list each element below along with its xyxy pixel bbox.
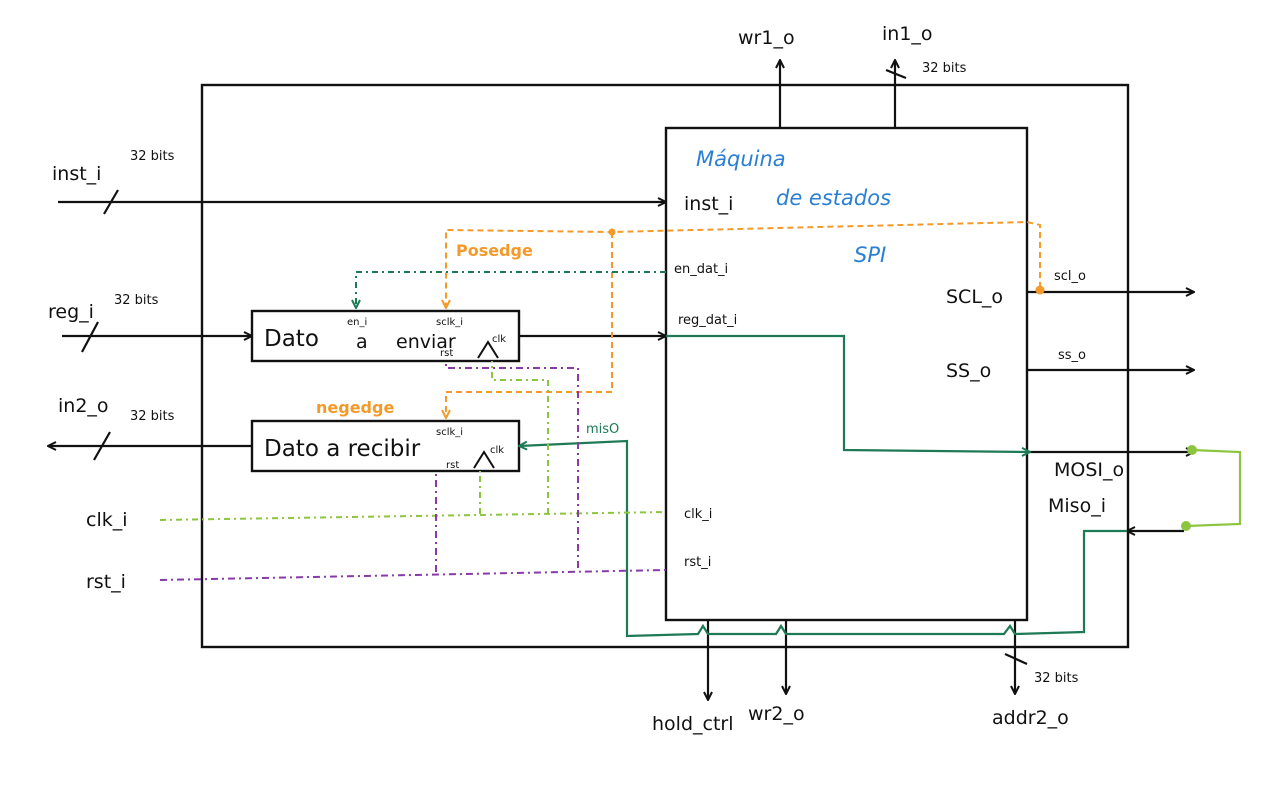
fsm-port-clk: clk_i [684, 507, 712, 522]
scl-output-label: scl_o [1054, 269, 1086, 284]
send-block-label-w3: enviar [396, 331, 456, 353]
loopback-mosi-dot [1187, 445, 1197, 455]
in2-output-label: in2_o [58, 395, 109, 417]
sclk-posedge-wire [446, 220, 1041, 308]
outer-module-frame [200, 83, 1130, 649]
send-block-label-w2: a [356, 331, 368, 353]
mosi-miso-loopback-wire [1185, 448, 1242, 528]
send-block-label-w1: Dato [264, 326, 319, 352]
fsm-port-inst: inst_i [684, 193, 733, 215]
reg-width-label: 32 bits [114, 293, 159, 308]
rst-input-label: rst_i [86, 571, 126, 593]
fsm-port-rst: rst_i [684, 555, 711, 570]
send-block-port-sclk: sclk_i [436, 317, 463, 328]
miso-internal-path [519, 439, 1127, 638]
fsm-title-line1: Máquina [696, 147, 786, 171]
negedge-label: negedge [316, 398, 394, 417]
miso-wire-label: misO [586, 422, 619, 437]
wr2-output-label: wr2_o [748, 703, 805, 725]
in1-bus-slash [885, 68, 907, 80]
fsm-block [664, 126, 1029, 622]
send-block-port-rst: rst [440, 348, 453, 359]
scl-tap-dot [1035, 285, 1045, 295]
inst-input-label: inst_i [52, 163, 101, 185]
sclk-junction-dot [608, 228, 616, 236]
send-block-clock-triangle-icon [477, 340, 499, 359]
ss-output-label: ss_o [1058, 348, 1086, 363]
fsm-port-en-dat: en_dat_i [674, 262, 728, 277]
mosi-output-label: MOSI_o [1054, 459, 1124, 481]
recv-block-port-sclk: sclk_i [436, 427, 463, 438]
send-block-port-en: en_i [347, 317, 367, 328]
fsm-port-scl: SCL_o [946, 286, 1003, 308]
addr2-output-label: addr2_o [992, 707, 1069, 729]
mosi-internal-path [666, 334, 1030, 452]
fsm-port-reg-dat: reg_dat_i [678, 313, 737, 328]
recv-block [250, 419, 521, 473]
in1-width-label: 32 bits [922, 61, 967, 76]
addr2-width-label: 32 bits [1034, 671, 1079, 686]
loopback-miso-dot [1181, 521, 1191, 531]
rst-to-send-block-wire [445, 361, 579, 568]
recv-block-clock-triangle-icon [473, 450, 495, 469]
posedge-label: Posedge [456, 241, 533, 260]
send-block-port-clk: clk [492, 334, 506, 345]
fsm-port-ss: SS_o [946, 360, 991, 382]
rst-distribution-wire [159, 569, 667, 581]
recv-block-port-clk: clk [490, 445, 504, 456]
inst-bus-slash [103, 189, 119, 215]
hold-output-label: hold_ctrl [652, 713, 734, 735]
fsm-title-line2: de estados [776, 186, 891, 210]
clk-input-label: clk_i [86, 509, 128, 531]
reg-input-label: reg_i [48, 301, 94, 323]
wr1-output-label: wr1_o [738, 27, 795, 49]
clk-to-send-block-wire [491, 361, 549, 514]
in2-width-label: 32 bits [130, 409, 175, 424]
send-block [250, 309, 521, 363]
miso-input-label: Miso_i [1048, 495, 1106, 517]
en-dat-enable-wire [356, 271, 666, 308]
inst-width-label: 32 bits [130, 149, 175, 164]
fsm-title-line3: SPI [854, 243, 886, 267]
reg-bus-slash [81, 321, 99, 353]
recv-block-port-rst: rst [446, 460, 459, 471]
in2-bus-slash [93, 431, 111, 461]
sclk-negedge-wire [446, 232, 613, 418]
clk-distribution-wire [159, 511, 667, 521]
addr2-bus-slash [1004, 652, 1028, 666]
recv-block-label: Dato a recibir [264, 436, 421, 462]
in1-output-label: in1_o [882, 23, 933, 45]
